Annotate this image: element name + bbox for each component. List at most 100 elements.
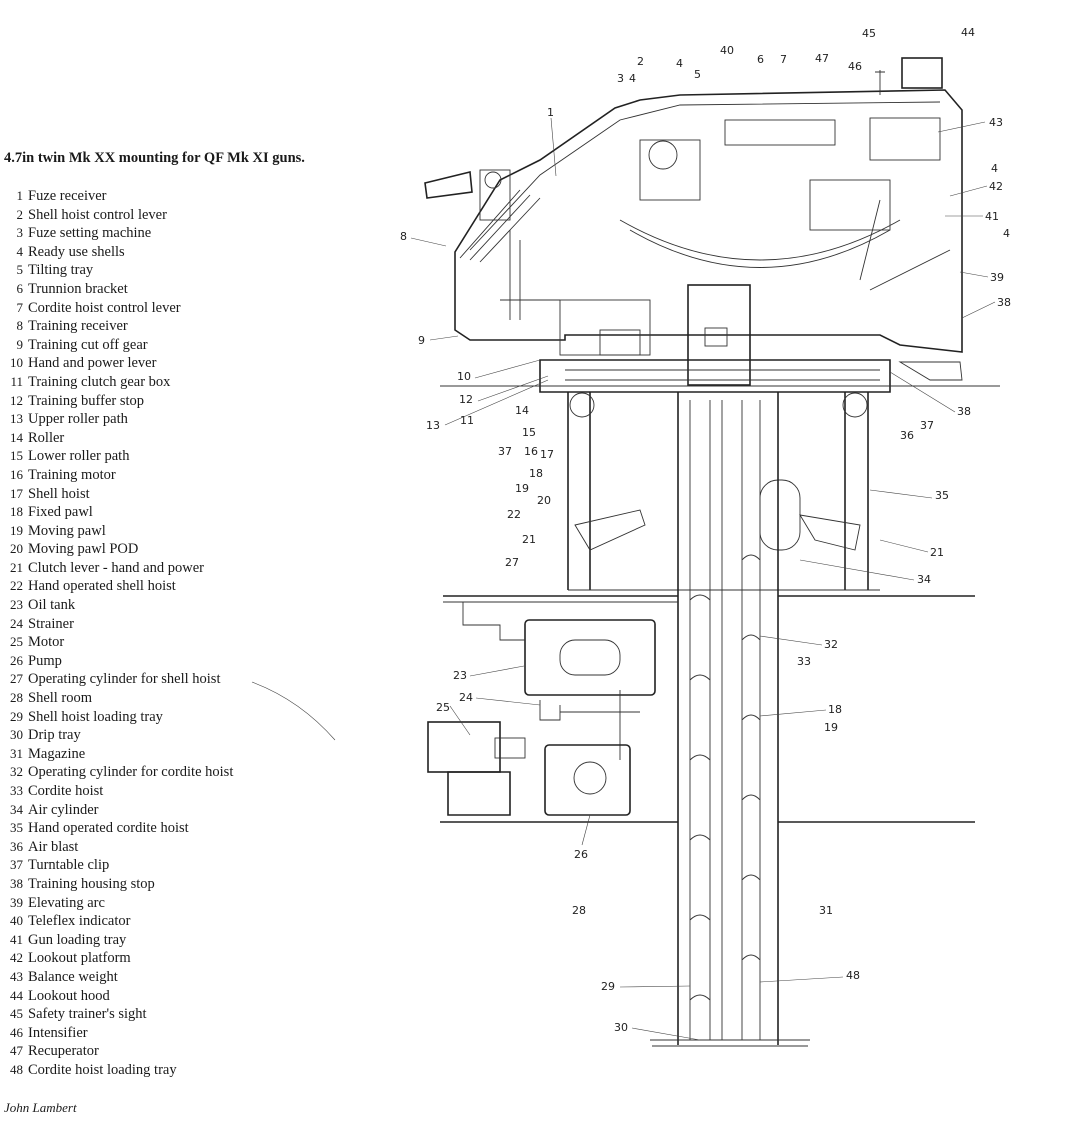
- legend-label: Hand and power lever: [28, 355, 157, 372]
- callout-15: 15: [522, 426, 536, 439]
- callout-6: 6: [757, 53, 764, 66]
- legend-number: 6: [16, 280, 24, 296]
- legend-number: 10: [10, 355, 23, 371]
- legend-label: Balance weight: [28, 968, 118, 985]
- oil-tank: [524, 619, 656, 696]
- pump: [544, 744, 631, 816]
- legend-label: Oil tank: [28, 597, 76, 614]
- legend-number: 12: [10, 392, 23, 408]
- callout-3: 3: [617, 72, 624, 85]
- callout-30: 30: [614, 1021, 628, 1034]
- callout-23: 23: [453, 669, 467, 682]
- legend-label: Training cut off gear: [28, 336, 148, 353]
- legend-label: Roller: [28, 429, 65, 446]
- callout-11: 11: [460, 414, 474, 427]
- callout-8: 8: [400, 230, 407, 243]
- fuze-setting-machine: [639, 139, 701, 201]
- legend-number: 41: [10, 931, 23, 947]
- legend-label: Air cylinder: [28, 801, 99, 818]
- legend-number: 16: [10, 466, 23, 482]
- callout-24: 24: [459, 691, 473, 704]
- callout-34: 34: [917, 573, 931, 586]
- legend-number: 23: [10, 597, 23, 613]
- legend-number: 37: [10, 857, 23, 873]
- legend-number: 47: [10, 1043, 23, 1059]
- legend-label: Recuperator: [28, 1043, 99, 1060]
- gun-breech-machinery: [809, 179, 891, 231]
- legend-label: Fixed pawl: [28, 504, 93, 521]
- callout-5: 5: [694, 68, 701, 81]
- legend-number: 14: [10, 429, 23, 445]
- legend-number: 36: [10, 838, 23, 854]
- legend-number: 9: [16, 336, 24, 352]
- legend-label: Fuze receiver: [28, 188, 107, 204]
- legend-label: Hand operated shell hoist: [28, 578, 176, 595]
- clutch-lever-right: [799, 514, 861, 551]
- legend-number: 11: [10, 373, 23, 389]
- legend-label: Elevating arc: [28, 894, 105, 911]
- legend-label: Turntable clip: [28, 857, 110, 874]
- air-cylinder: [759, 479, 801, 551]
- legend-number: 35: [10, 820, 23, 836]
- legend-label: Cordite hoist loading tray: [28, 1061, 177, 1078]
- legend-item: 37 Turntable clip: [5, 856, 233, 875]
- legend-number: 40: [10, 913, 23, 929]
- callout-9: 9: [418, 334, 425, 347]
- legend-label: Tilting tray: [28, 262, 94, 279]
- legend-label: Magazine: [28, 745, 86, 762]
- legend-label: Cordite hoist: [28, 783, 104, 799]
- legend-label: Training receiver: [28, 318, 128, 335]
- legend-number: 43: [10, 968, 23, 984]
- legend-number: 38: [10, 875, 23, 891]
- callout-18: 18: [529, 467, 543, 480]
- legend-number: 13: [10, 411, 23, 427]
- legend-label: Training housing stop: [28, 875, 155, 892]
- legend-number: 2: [16, 206, 24, 222]
- legend-label: Shell hoist control lever: [28, 206, 167, 223]
- callout-41: 41: [985, 210, 999, 223]
- callout-18b: 18: [828, 703, 842, 716]
- callout-27: 27: [505, 556, 519, 569]
- strainer-piping: [539, 690, 640, 760]
- callout-39: 39: [990, 271, 1004, 284]
- training-housing-stop: [898, 361, 963, 381]
- callout-42: 42: [989, 180, 1003, 193]
- legend-item: 47 Recuperator: [5, 1042, 233, 1061]
- callout-45: 45: [862, 27, 876, 40]
- legend-number: 45: [10, 1006, 23, 1022]
- legend-label: Hand operated cordite hoist: [28, 820, 189, 837]
- callout-4b: 4: [676, 57, 683, 70]
- callout-37b: 37: [498, 445, 512, 458]
- callout-31: 31: [819, 904, 833, 917]
- leader-lines: [251, 117, 996, 1041]
- legend-number: 17: [10, 485, 23, 501]
- legend-label: Moving pawl POD: [28, 541, 139, 558]
- callout-10: 10: [457, 370, 471, 383]
- callout-38b: 38: [957, 405, 971, 418]
- legend-label: Cordite hoist control lever: [28, 299, 181, 316]
- legend-label: Shell room: [28, 690, 93, 707]
- callout-28: 28: [572, 904, 586, 917]
- callout-32: 32: [824, 638, 838, 651]
- callout-labels: 1 2 3 4 4 5 40 6 7 47 46 45 44 43 4 42 4…: [400, 26, 1011, 1034]
- legend-number: 19: [10, 522, 23, 538]
- legend-label: Air blast: [28, 838, 79, 855]
- callout-37: 37: [920, 419, 934, 432]
- fuze-receiver: [479, 169, 511, 221]
- callout-1: 1: [547, 106, 554, 119]
- legend-label: Strainer: [28, 615, 74, 632]
